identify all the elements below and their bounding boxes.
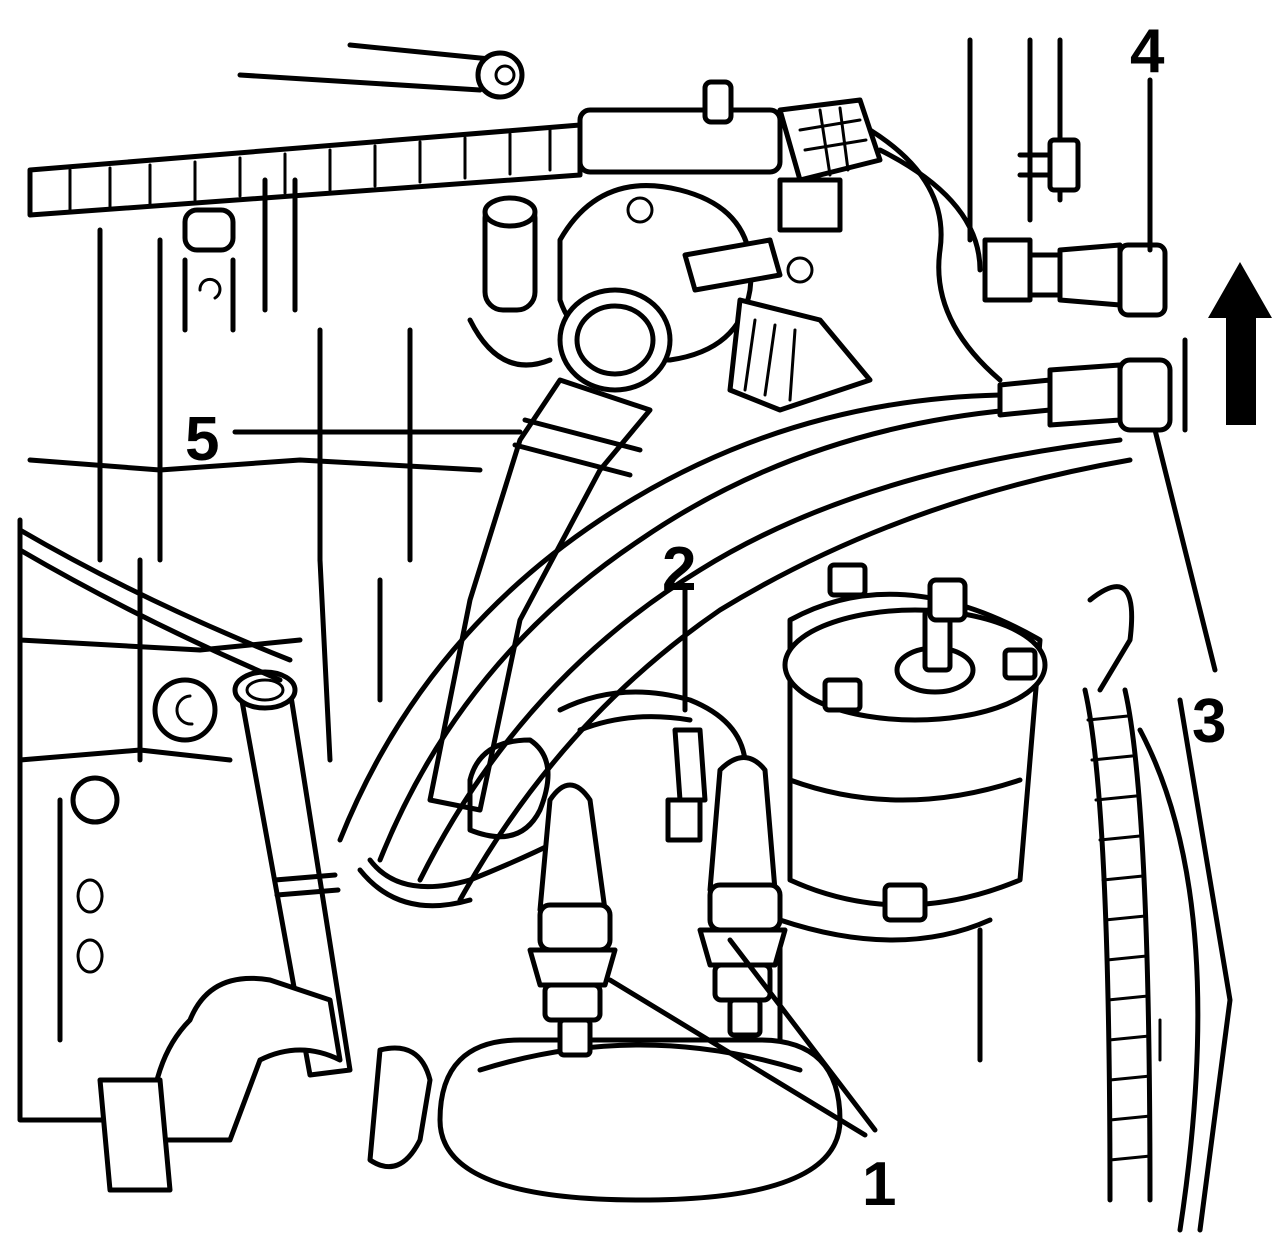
ignition-leads xyxy=(337,392,1133,909)
up-arrow-icon xyxy=(1208,262,1272,425)
leader-lines xyxy=(232,77,1218,1138)
spark-plug-assembly xyxy=(437,755,843,1203)
leader-1a xyxy=(607,977,868,1138)
dipstick-tube xyxy=(17,527,433,1193)
sensor-connectors xyxy=(982,137,1188,433)
leader-3 xyxy=(1152,427,1218,673)
leader-1b xyxy=(727,937,878,1133)
corrugated-loom xyxy=(1082,584,1153,1203)
ignition-coil xyxy=(777,562,1048,1083)
coolant-hose xyxy=(427,177,873,813)
callout-3: 3 xyxy=(1192,687,1226,756)
callout-2: 2 xyxy=(662,535,696,604)
callout-5: 5 xyxy=(185,405,219,474)
callout-4: 4 xyxy=(1130,17,1165,86)
top-wiring-harness xyxy=(27,42,1003,383)
callout-1: 1 xyxy=(862,1150,896,1219)
